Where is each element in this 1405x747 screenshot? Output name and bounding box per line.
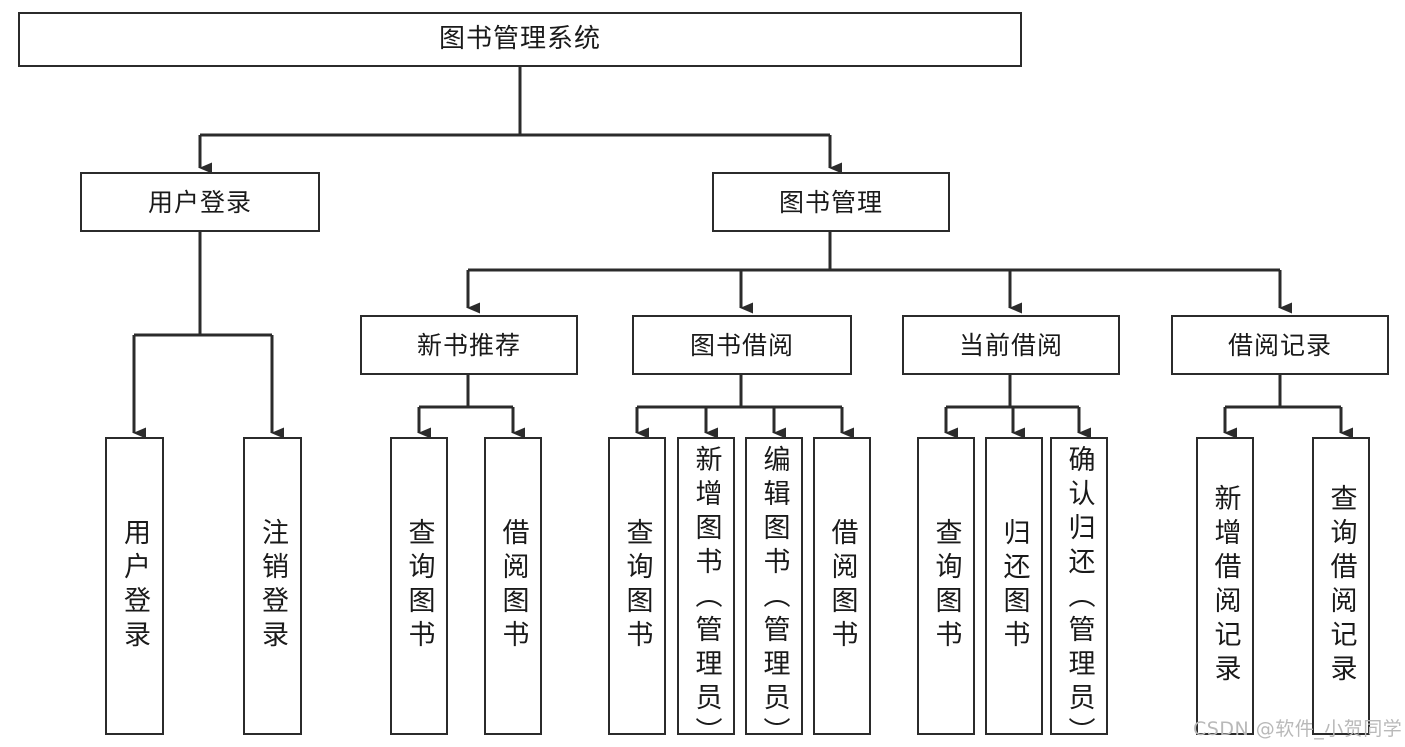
node-current-borrow[interactable]: 当前借阅 xyxy=(902,315,1120,375)
node-borrow-records[interactable]: 借阅记录 xyxy=(1171,315,1389,375)
leaf-records-add-record[interactable]: 新增借阅记录 xyxy=(1196,437,1254,735)
leaf-current-confirm-return-admin[interactable]: 确认归还（管理员） xyxy=(1050,437,1108,747)
node-book-borrow[interactable]: 图书借阅 xyxy=(632,315,852,375)
node-label: 图书管理 xyxy=(778,187,883,217)
node-label: 借阅图书 xyxy=(497,518,529,654)
node-label: 当前借阅 xyxy=(958,330,1063,360)
node-label: 用户登录 xyxy=(147,187,252,217)
node-label: 查询图书 xyxy=(621,518,653,654)
leaf-current-query-book[interactable]: 查询图书 xyxy=(917,437,975,735)
leaf-borrow-add-book-admin[interactable]: 新增图书（管理员） xyxy=(677,437,735,747)
node-book-management[interactable]: 图书管理 xyxy=(712,172,950,232)
leaf-borrow-query-book[interactable]: 查询图书 xyxy=(608,437,666,735)
node-label: 图书借阅 xyxy=(689,330,794,360)
node-label: 查询图书 xyxy=(403,518,435,654)
node-label: 注销登录 xyxy=(257,518,288,654)
node-label: 图书管理系统 xyxy=(438,24,601,55)
watermark: CSDN @软件_小贺同学 xyxy=(1193,718,1403,740)
node-label: 查询借阅记录 xyxy=(1325,484,1357,688)
leaf-borrow-borrow-book[interactable]: 借阅图书 xyxy=(813,437,871,735)
node-label: 新书推荐 xyxy=(416,330,521,360)
node-label: 归还图书 xyxy=(998,518,1030,654)
leaf-recommend-query-book[interactable]: 查询图书 xyxy=(390,437,448,735)
node-user-login[interactable]: 用户登录 xyxy=(80,172,320,232)
node-label: 新增图书（管理员） xyxy=(690,445,722,747)
node-root-system[interactable]: 图书管理系统 xyxy=(18,12,1022,67)
node-label: 查询图书 xyxy=(930,518,962,654)
leaf-records-query-record[interactable]: 查询借阅记录 xyxy=(1312,437,1370,735)
leaf-user-login-signout[interactable]: 注销登录 xyxy=(243,437,302,735)
node-label: 确认归还（管理员） xyxy=(1063,445,1095,747)
node-label: 编辑图书（管理员） xyxy=(758,445,790,747)
leaf-recommend-borrow-book[interactable]: 借阅图书 xyxy=(484,437,542,735)
leaf-borrow-edit-book-admin[interactable]: 编辑图书（管理员） xyxy=(745,437,803,747)
node-label: 借阅图书 xyxy=(826,518,858,654)
node-label: 用户登录 xyxy=(119,518,150,654)
leaf-user-login-signin[interactable]: 用户登录 xyxy=(105,437,164,735)
leaf-current-return-book[interactable]: 归还图书 xyxy=(985,437,1043,735)
node-new-book-recommend[interactable]: 新书推荐 xyxy=(360,315,578,375)
node-label: 借阅记录 xyxy=(1227,330,1332,360)
node-label: 新增借阅记录 xyxy=(1209,484,1241,688)
